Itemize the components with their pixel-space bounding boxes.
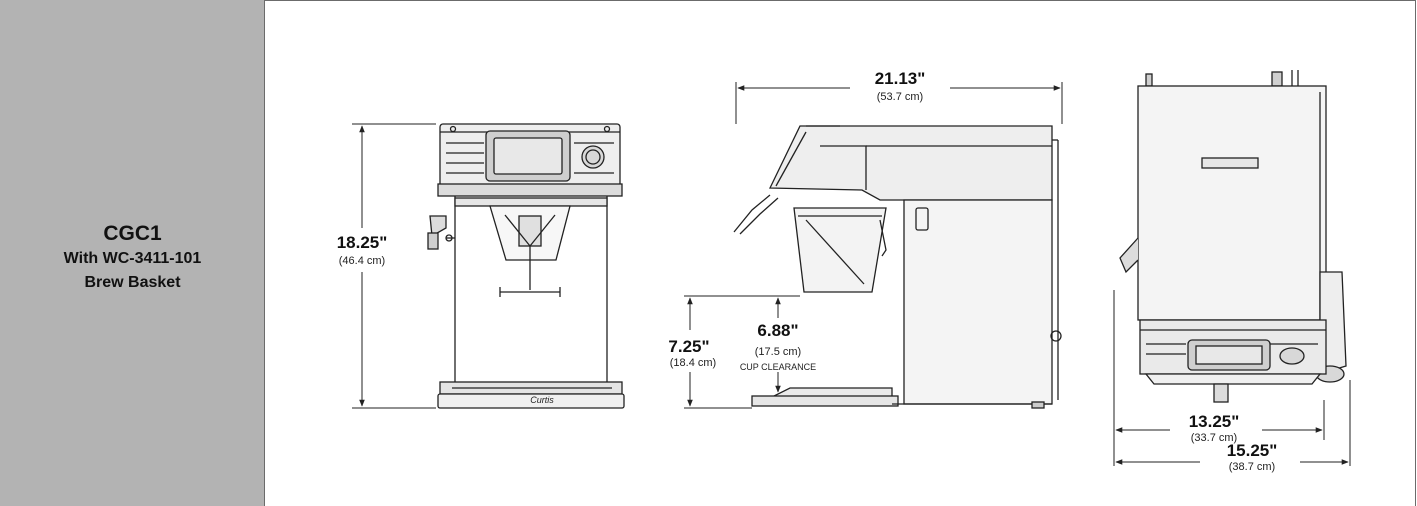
side-view xyxy=(733,125,1062,409)
front-view xyxy=(427,123,625,409)
width-inner-value: 13.25" xyxy=(1189,412,1240,431)
depth-dimension xyxy=(735,82,1063,124)
cup-clearance-note: CUP CLEARANCE xyxy=(740,362,816,372)
depth-value: 21.13" xyxy=(875,69,926,88)
spout-height-dimension xyxy=(684,295,800,409)
spout-height-value: 7.25" xyxy=(668,337,709,356)
width-inner-dimension xyxy=(1113,290,1325,466)
height-metric: (46.4 cm) xyxy=(339,255,385,267)
width-outer-dimension xyxy=(1115,380,1351,466)
model-line-2: Brew Basket xyxy=(84,274,181,291)
model-label-panel: CGC1 With WC-3411-101 Brew Basket xyxy=(0,0,265,506)
height-dimension xyxy=(352,123,436,409)
model-line-1: With WC-3411-101 xyxy=(63,250,202,267)
spout-height-metric: (18.4 cm) xyxy=(670,357,716,369)
model-label: CGC1 With WC-3411-101 Brew Basket xyxy=(0,222,265,294)
model-name: CGC1 xyxy=(103,222,162,245)
brand-logo: Curtis xyxy=(530,395,554,405)
width-outer-value: 15.25" xyxy=(1227,441,1278,460)
cup-clearance-metric: (17.5 cm) xyxy=(755,346,801,358)
width-outer-metric: (38.7 cm) xyxy=(1229,461,1275,473)
top-view xyxy=(1119,70,1347,403)
height-value: 18.25" xyxy=(337,233,388,252)
width-inner-metric: (33.7 cm) xyxy=(1191,432,1237,444)
cup-clearance-value: 6.88" xyxy=(757,321,798,340)
depth-metric: (53.7 cm) xyxy=(877,91,923,103)
